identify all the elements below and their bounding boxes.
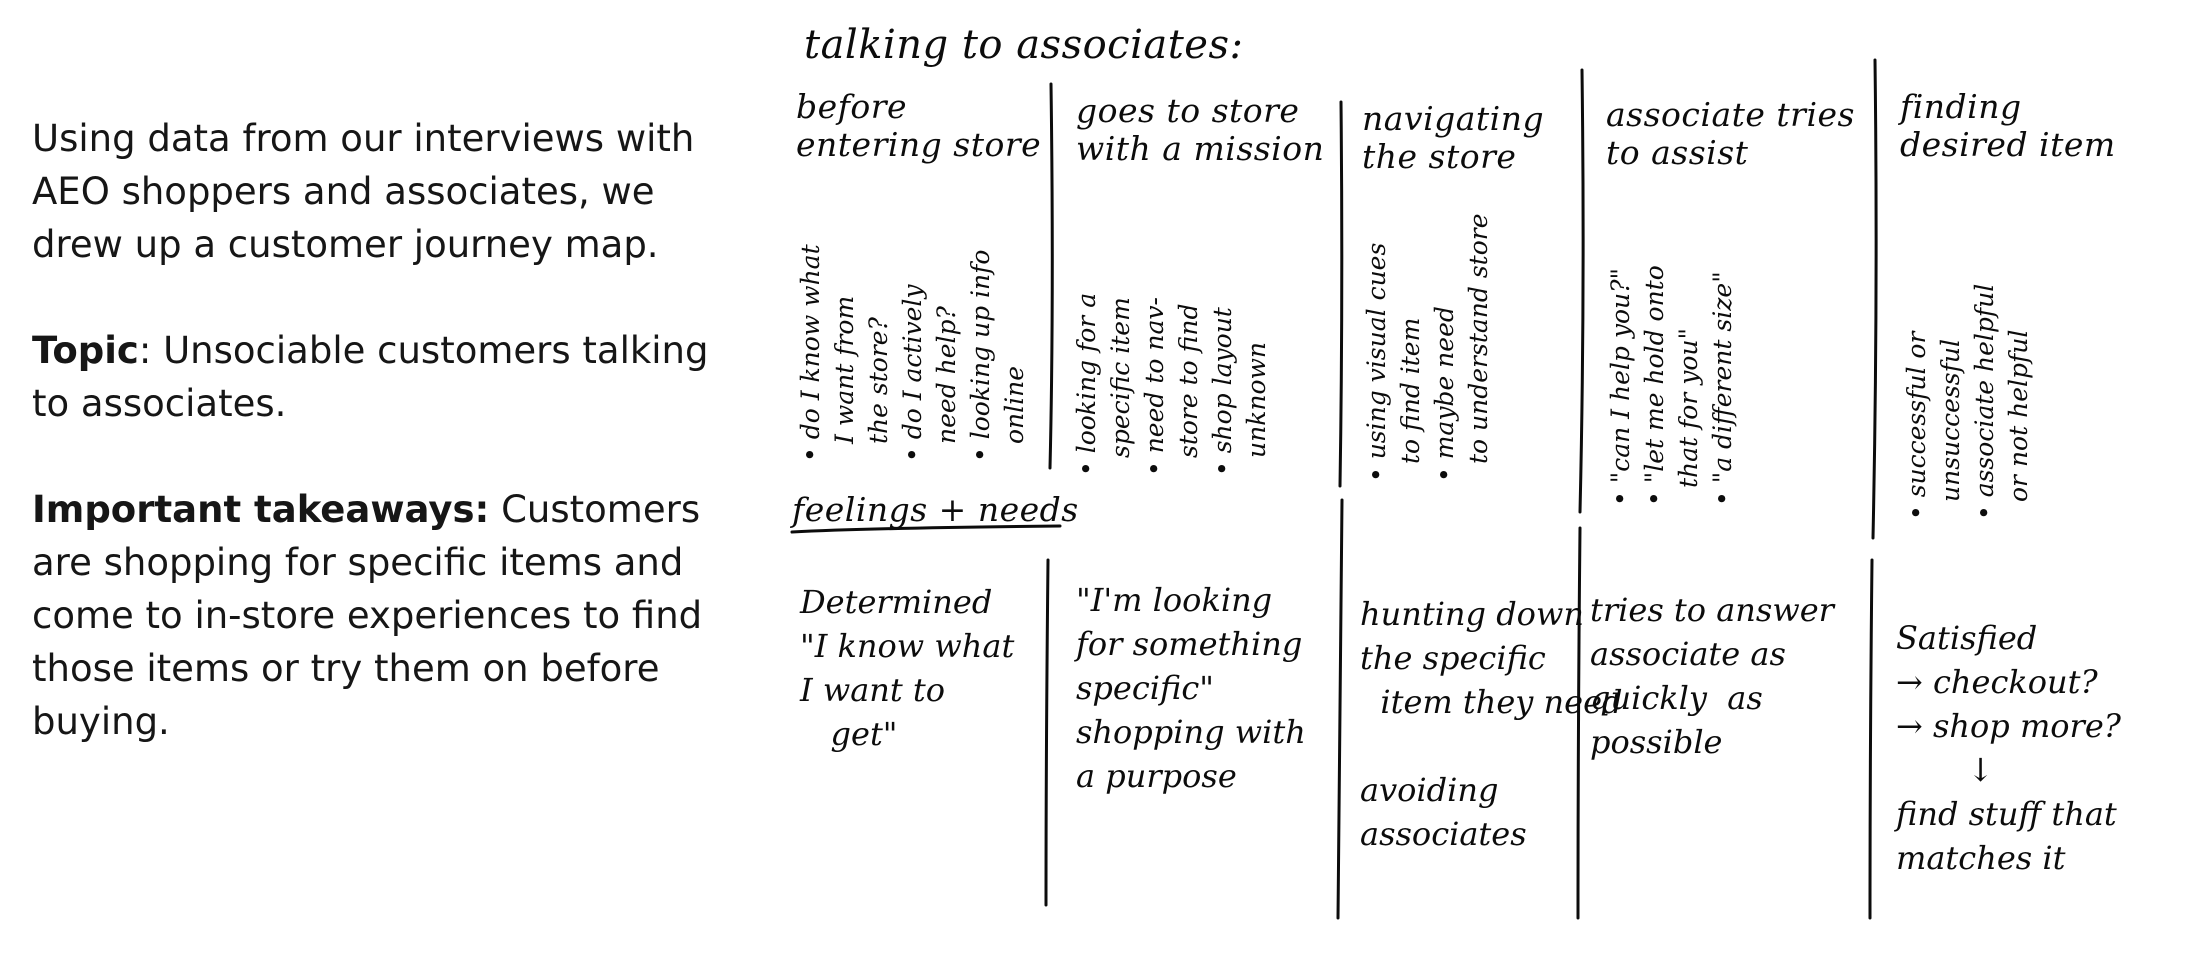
- bullet-line: associate helpful: [1968, 284, 2002, 520]
- bullet-line: using visual cues: [1360, 213, 1394, 482]
- column-bullets: "can I help you?" "let me hold onto that…: [1604, 265, 1740, 506]
- bullet-line: the store?: [864, 317, 893, 444]
- bullet-line: "can I help you?": [1604, 265, 1638, 506]
- bullet-line: do I know what: [794, 244, 828, 462]
- sketch-lines: [790, 58, 1878, 920]
- takeaways-paragraph: Important takeaways: Customers are shopp…: [32, 483, 732, 748]
- bullet-line: online: [1000, 365, 1029, 444]
- bullet-line: "let me hold onto: [1638, 265, 1672, 506]
- column-heading: finding desired item: [1900, 87, 2116, 164]
- takeaways-text: Customers are shopping for specific item…: [32, 488, 703, 743]
- takeaways-label: Important takeaways:: [32, 488, 490, 531]
- bullet-line: unknown: [1242, 341, 1271, 458]
- divider-bottom-4: [1868, 558, 1874, 920]
- feeling-note: "I'm looking for something specific" sho…: [1076, 581, 1306, 795]
- column-bullets: using visual cues to find item maybe nee…: [1360, 213, 1496, 482]
- feelings-heading: feelings + needs: [792, 490, 1079, 529]
- topic-text: : Unsociable customers talking to associ…: [32, 329, 709, 425]
- intro-text: Using data from our interviews with AEO …: [32, 112, 732, 801]
- column-heading: before entering store: [796, 87, 1042, 164]
- feeling-note: Satisfied → checkout? → shop more? ↓ fin…: [1896, 619, 2121, 877]
- intro-paragraph: Using data from our interviews with AEO …: [32, 112, 732, 271]
- column-heading: navigating the store: [1362, 99, 1545, 176]
- intro-text-body: Using data from our interviews with AEO …: [32, 117, 695, 266]
- divider-bottom-2: [1336, 498, 1344, 920]
- bullet-line: unsuccessful: [1936, 339, 1965, 502]
- feeling-note: tries to answer associate as quickly as …: [1590, 591, 1834, 761]
- bullet-line: or not helpful: [2004, 329, 2033, 502]
- bullet-line: shop layout: [1206, 293, 1240, 476]
- bullet-line: need help?: [932, 306, 961, 444]
- column-heading: goes to store with a mission: [1076, 91, 1325, 168]
- column-bullets: do I know what I want from the store? do…: [794, 244, 1032, 462]
- map-title: talking to associates:: [804, 22, 1244, 68]
- bullet-line: to find item: [1396, 317, 1425, 464]
- column-heading: associate tries to assist: [1606, 95, 1855, 172]
- topic-label: Topic: [32, 329, 139, 372]
- bullet-line: specific item: [1106, 297, 1135, 458]
- divider-top-1: [1048, 82, 1054, 470]
- bullet-line: need to nav-: [1138, 293, 1172, 476]
- feeling-note: hunting down the specific item they need…: [1360, 595, 1623, 853]
- bullet-line: looking up info: [964, 244, 998, 462]
- divider-top-4: [1871, 58, 1878, 540]
- divider-top-3: [1578, 68, 1585, 514]
- bullet-line: store to find: [1174, 303, 1203, 458]
- divider-bottom-3: [1576, 526, 1582, 920]
- bullet-line: successful or: [1900, 284, 1934, 520]
- column-bullets: looking for a specific item need to nav-…: [1070, 293, 1274, 476]
- feelings-underline: [790, 524, 1062, 534]
- bullet-line: do I actively: [896, 244, 930, 462]
- divider-bottom-1: [1044, 558, 1050, 907]
- bullet-line: that for you": [1674, 327, 1703, 488]
- bullet-line: looking for a: [1070, 293, 1104, 476]
- topic-paragraph: Topic: Unsociable customers talking to a…: [32, 324, 732, 430]
- bullet-line: "a different size": [1706, 265, 1740, 506]
- journey-map-sketch: talking to associates: before entering s…: [770, 0, 2190, 961]
- bullet-line: to understand store: [1464, 213, 1493, 464]
- divider-top-2: [1338, 100, 1344, 488]
- feeling-note: Determined "I know what I want to get": [800, 583, 1015, 753]
- bullet-line: maybe need: [1428, 213, 1462, 482]
- column-bullets: successful or unsuccessful associate hel…: [1900, 284, 2036, 520]
- bullet-line: I want from: [830, 295, 859, 444]
